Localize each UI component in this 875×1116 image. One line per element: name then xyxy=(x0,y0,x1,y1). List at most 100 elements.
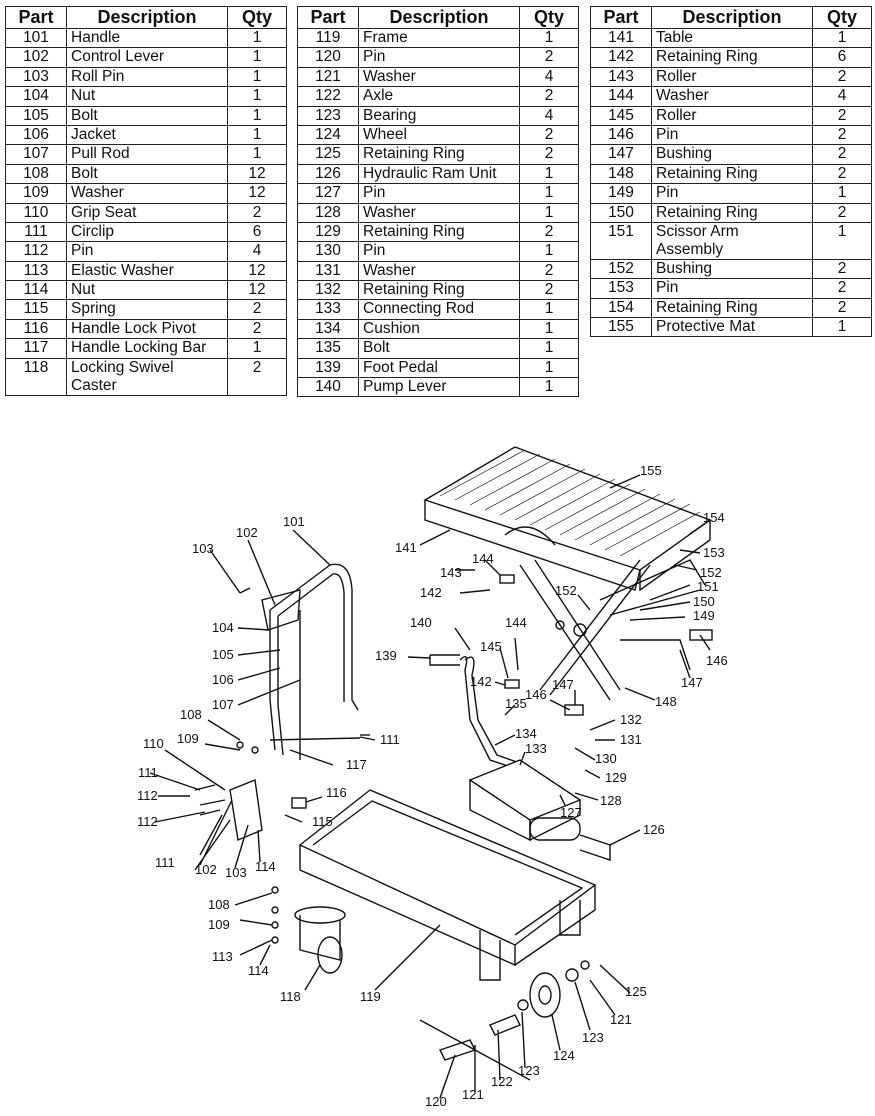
callout-148: 148 xyxy=(655,694,677,709)
callout-135: 135 xyxy=(505,696,527,711)
callout-123: 123 xyxy=(582,1030,604,1045)
callout-150: 150 xyxy=(693,594,715,609)
part-number-cell: 148 xyxy=(590,163,652,185)
qty-cell: 2 xyxy=(812,163,872,185)
callout-141: 141 xyxy=(395,540,417,555)
part-number-cell: 118 xyxy=(5,357,67,396)
callout-151: 151 xyxy=(697,579,719,594)
part-number-cell: 129 xyxy=(297,221,359,243)
part-number-cell: 104 xyxy=(5,86,67,107)
part-number-cell: 106 xyxy=(5,124,67,146)
callout-139: 139 xyxy=(375,648,397,663)
description-cell: Pin xyxy=(651,183,813,204)
qty-cell: 2 xyxy=(227,202,287,223)
description-cell: Bushing xyxy=(651,258,813,280)
qty-cell: 2 xyxy=(812,202,872,223)
callout-149: 149 xyxy=(693,608,715,623)
qty-cell: 1 xyxy=(519,202,579,223)
qty-cell: 6 xyxy=(227,221,287,243)
callout-116: 116 xyxy=(326,785,347,800)
callout-104: 104 xyxy=(212,620,234,635)
part-number-cell: 146 xyxy=(590,124,652,146)
callout-123b: 123 xyxy=(518,1063,540,1078)
callout-106: 106 xyxy=(212,672,234,687)
callout-117: 117 xyxy=(346,757,367,772)
description-cell: Retaining Ring xyxy=(651,202,813,223)
part-header: Part xyxy=(5,6,67,29)
qty-cell: 12 xyxy=(227,183,287,204)
part-number-cell: 151 xyxy=(590,221,652,260)
part-number-cell: 110 xyxy=(5,202,67,223)
callout-129: 129 xyxy=(605,770,627,785)
description-cell: Protective Mat xyxy=(651,317,813,338)
callout-155: 155 xyxy=(640,463,662,478)
callout-131: 131 xyxy=(620,732,642,747)
description-cell: Bolt xyxy=(66,163,228,185)
description-cell: Retaining Ring xyxy=(358,144,520,165)
description-cell: Pump Lever xyxy=(358,377,520,398)
description-cell: Foot Pedal xyxy=(358,357,520,379)
part-header: Part xyxy=(590,6,652,29)
qty-cell: 2 xyxy=(812,144,872,165)
callout-108b: 108 xyxy=(208,897,230,912)
callout-144: 144 xyxy=(472,551,494,566)
callout-labels: 155 141 154 153 152 151 150 149 146 147 … xyxy=(137,463,728,1109)
description-cell: Nut xyxy=(66,280,228,301)
part-number-cell: 116 xyxy=(5,318,67,340)
description-cell: Pin xyxy=(358,47,520,68)
part-number-cell: 134 xyxy=(297,318,359,340)
qty-cell: 2 xyxy=(519,144,579,165)
callout-112: 112 xyxy=(137,788,158,803)
callout-144b: 144 xyxy=(505,615,527,630)
qty-cell: 1 xyxy=(812,183,872,204)
callout-147b: 147 xyxy=(552,677,574,692)
callout-102: 102 xyxy=(236,525,258,540)
qty-header: Qty xyxy=(519,6,579,29)
callout-146: 146 xyxy=(706,653,728,668)
part-number-cell: 144 xyxy=(590,86,652,107)
description-cell: Retaining Ring xyxy=(651,163,813,185)
description-cell: Pin xyxy=(651,124,813,146)
callout-152b: 152 xyxy=(555,583,577,598)
description-cell: Handle Locking Bar xyxy=(66,338,228,359)
part-number-cell: 119 xyxy=(297,27,359,49)
description-cell: Washer xyxy=(651,86,813,107)
callout-122: 122 xyxy=(491,1074,513,1089)
callout-110: 110 xyxy=(143,736,164,751)
qty-cell: 1 xyxy=(227,124,287,146)
qty-cell: 1 xyxy=(227,338,287,359)
description-cell: Table xyxy=(651,27,813,49)
diagram-drawing xyxy=(149,446,713,1099)
part-number-cell: 107 xyxy=(5,144,67,165)
qty-cell: 2 xyxy=(519,221,579,243)
callout-125: 125 xyxy=(625,984,647,999)
qty-cell: 12 xyxy=(227,280,287,301)
callout-114: 114 xyxy=(255,859,276,874)
description-cell: Bearing xyxy=(358,105,520,126)
callout-103b: 103 xyxy=(225,865,247,880)
callout-127: 127 xyxy=(560,805,582,820)
callout-121: 121 xyxy=(610,1012,632,1027)
callout-128: 128 xyxy=(600,793,622,808)
